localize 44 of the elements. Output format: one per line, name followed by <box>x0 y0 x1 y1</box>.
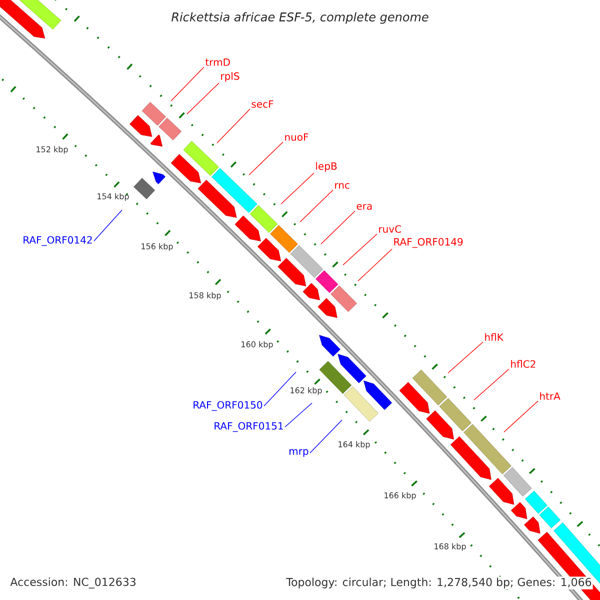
gene-label: RAF_ORF0149 <box>394 238 463 248</box>
tick-label: 154 kbp <box>98 193 129 201</box>
leader-line <box>448 342 484 374</box>
leader-line <box>358 248 392 282</box>
gene-label: lepB <box>316 162 337 172</box>
gene-label: hflK <box>485 333 504 341</box>
tick-label: 156 kbp <box>142 243 173 251</box>
leader-line <box>300 190 334 222</box>
leader-line <box>248 142 284 176</box>
leader-line <box>474 368 510 400</box>
gene-label: era <box>356 204 372 210</box>
leader-line <box>310 420 342 454</box>
leader-line <box>94 210 122 242</box>
leader-line <box>342 234 378 266</box>
gene-label: rnc <box>335 183 350 189</box>
leader-line <box>216 108 250 144</box>
tick-label: 158 kbp <box>190 292 221 300</box>
leader-line <box>264 372 296 406</box>
leader-line <box>186 82 220 114</box>
footer-text: Accession: NC_012633 <box>9 576 138 590</box>
tick-label: 160 kbp <box>242 341 273 349</box>
leader-line <box>504 400 538 432</box>
gene-label: htrA <box>540 392 560 400</box>
tick-label: 166 kbp <box>384 492 416 500</box>
gene-label: nuoF <box>285 133 308 141</box>
gene-label: hflC2 <box>511 360 536 368</box>
tick-label: 162 kbp <box>290 387 322 395</box>
title: Rickettsia africae ESF-5, complete genome <box>172 12 428 24</box>
gene-label: secF <box>252 100 274 108</box>
tick-label: 168 kbp <box>434 543 466 551</box>
tick-label: 152 kbp <box>36 146 68 154</box>
footer-text: Topology: circular; Length: 1,278,540 bp; Genes: 1,066 <box>285 576 593 590</box>
leader-line <box>284 402 312 428</box>
leader-line <box>320 210 356 244</box>
leader-line <box>170 66 204 102</box>
gene-label: RAF_ORF0150 <box>194 401 262 411</box>
gene-label: RAF_ORF0142 <box>24 236 92 246</box>
tick-label: 164 kbp <box>338 441 370 449</box>
gene-label: ruvC <box>379 225 402 233</box>
gene-label: trmD <box>205 58 230 66</box>
leader-line <box>280 172 314 204</box>
gene-label: rplS <box>221 72 240 82</box>
gene-label: mrp <box>290 449 308 457</box>
gene-label: RAF_ORF0151 <box>214 422 283 432</box>
